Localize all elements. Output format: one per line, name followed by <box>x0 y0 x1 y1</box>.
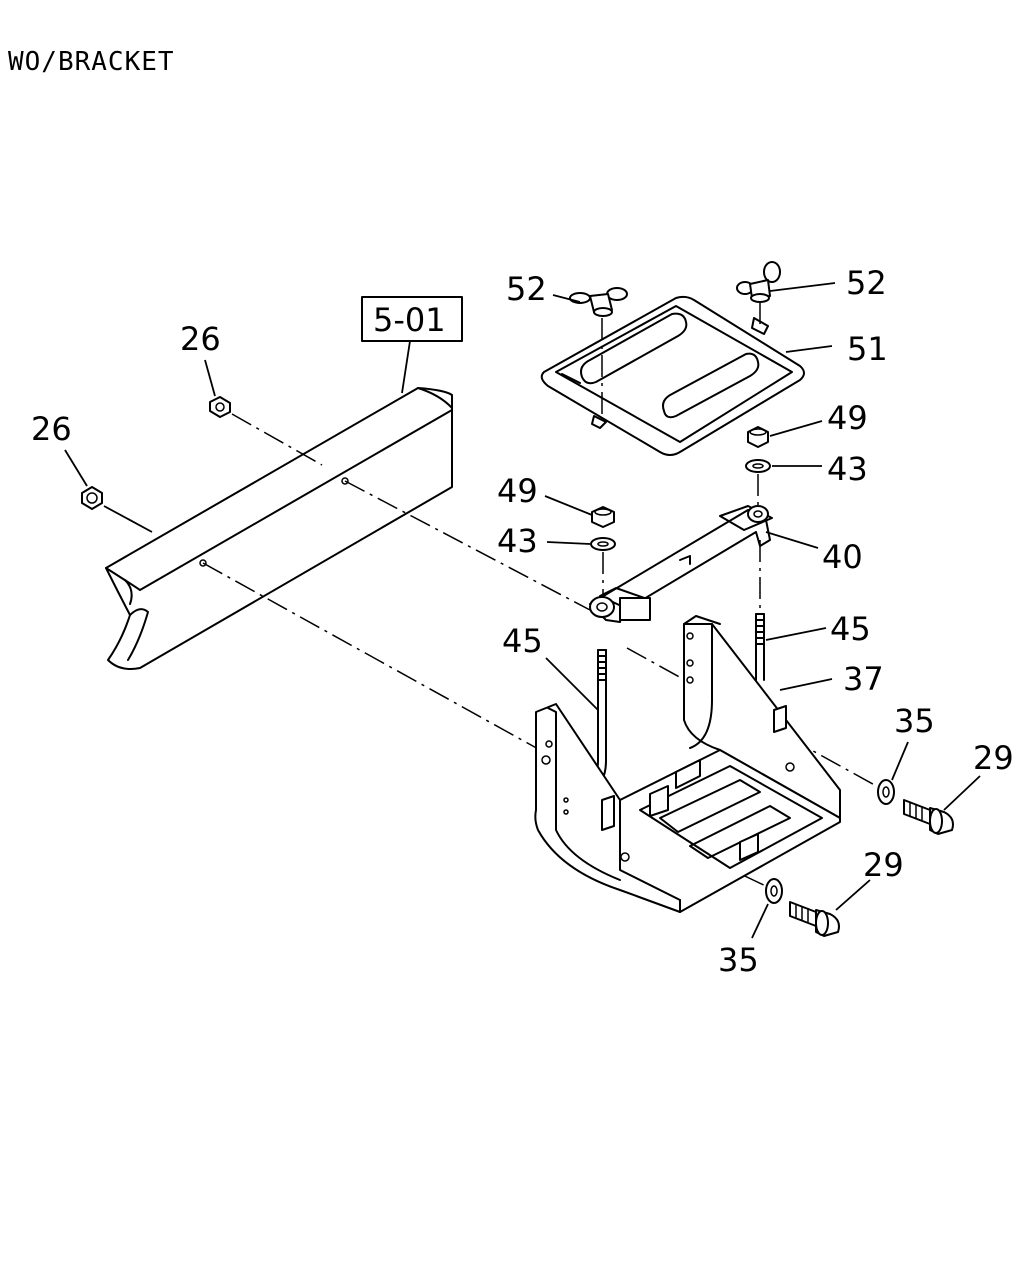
nut-49-right <box>747 426 769 448</box>
callout-29-bottom: 29 <box>863 846 904 884</box>
hook-rod-45-right <box>755 540 765 681</box>
frame-rail <box>105 387 453 670</box>
callout-26-lower: 26 <box>31 410 72 448</box>
washer-35-right <box>877 779 895 805</box>
wing-nut-52-right <box>736 261 781 303</box>
washer-43-right <box>745 459 771 473</box>
battery-tray-bracket <box>534 615 841 913</box>
callout-49-right: 49 <box>827 399 868 437</box>
callout-45-left: 45 <box>502 622 543 660</box>
callout-45-right: 45 <box>830 610 871 648</box>
callout-49-left: 49 <box>497 472 538 510</box>
callout-29-right: 29 <box>973 739 1014 777</box>
callout-35-right: 35 <box>894 702 935 740</box>
callout-43-left: 43 <box>497 522 538 560</box>
reference-box-label: 5-01 <box>373 301 446 339</box>
callout-43-right: 43 <box>827 450 868 488</box>
nut-26-upper <box>209 396 231 418</box>
callout-52-left: 52 <box>506 270 547 308</box>
diagram-title: WO/BRACKET <box>8 47 175 77</box>
callout-52-right: 52 <box>846 264 887 302</box>
battery-cover <box>540 295 805 456</box>
callout-35-bottom: 35 <box>718 941 759 979</box>
callout-26-upper: 26 <box>180 320 221 358</box>
callout-40: 40 <box>822 538 863 576</box>
callout-37: 37 <box>843 660 884 698</box>
reference-box[interactable]: 5-01 <box>361 296 463 342</box>
washer-43-left <box>590 537 616 551</box>
nut-26-lower <box>81 486 103 510</box>
bolt-29-bottom <box>789 901 840 937</box>
hold-down-clamp <box>589 505 773 623</box>
bolt-29-right <box>903 799 954 835</box>
washer-35-bottom <box>765 878 783 904</box>
callout-51: 51 <box>847 330 888 368</box>
nut-49-left <box>591 506 615 528</box>
